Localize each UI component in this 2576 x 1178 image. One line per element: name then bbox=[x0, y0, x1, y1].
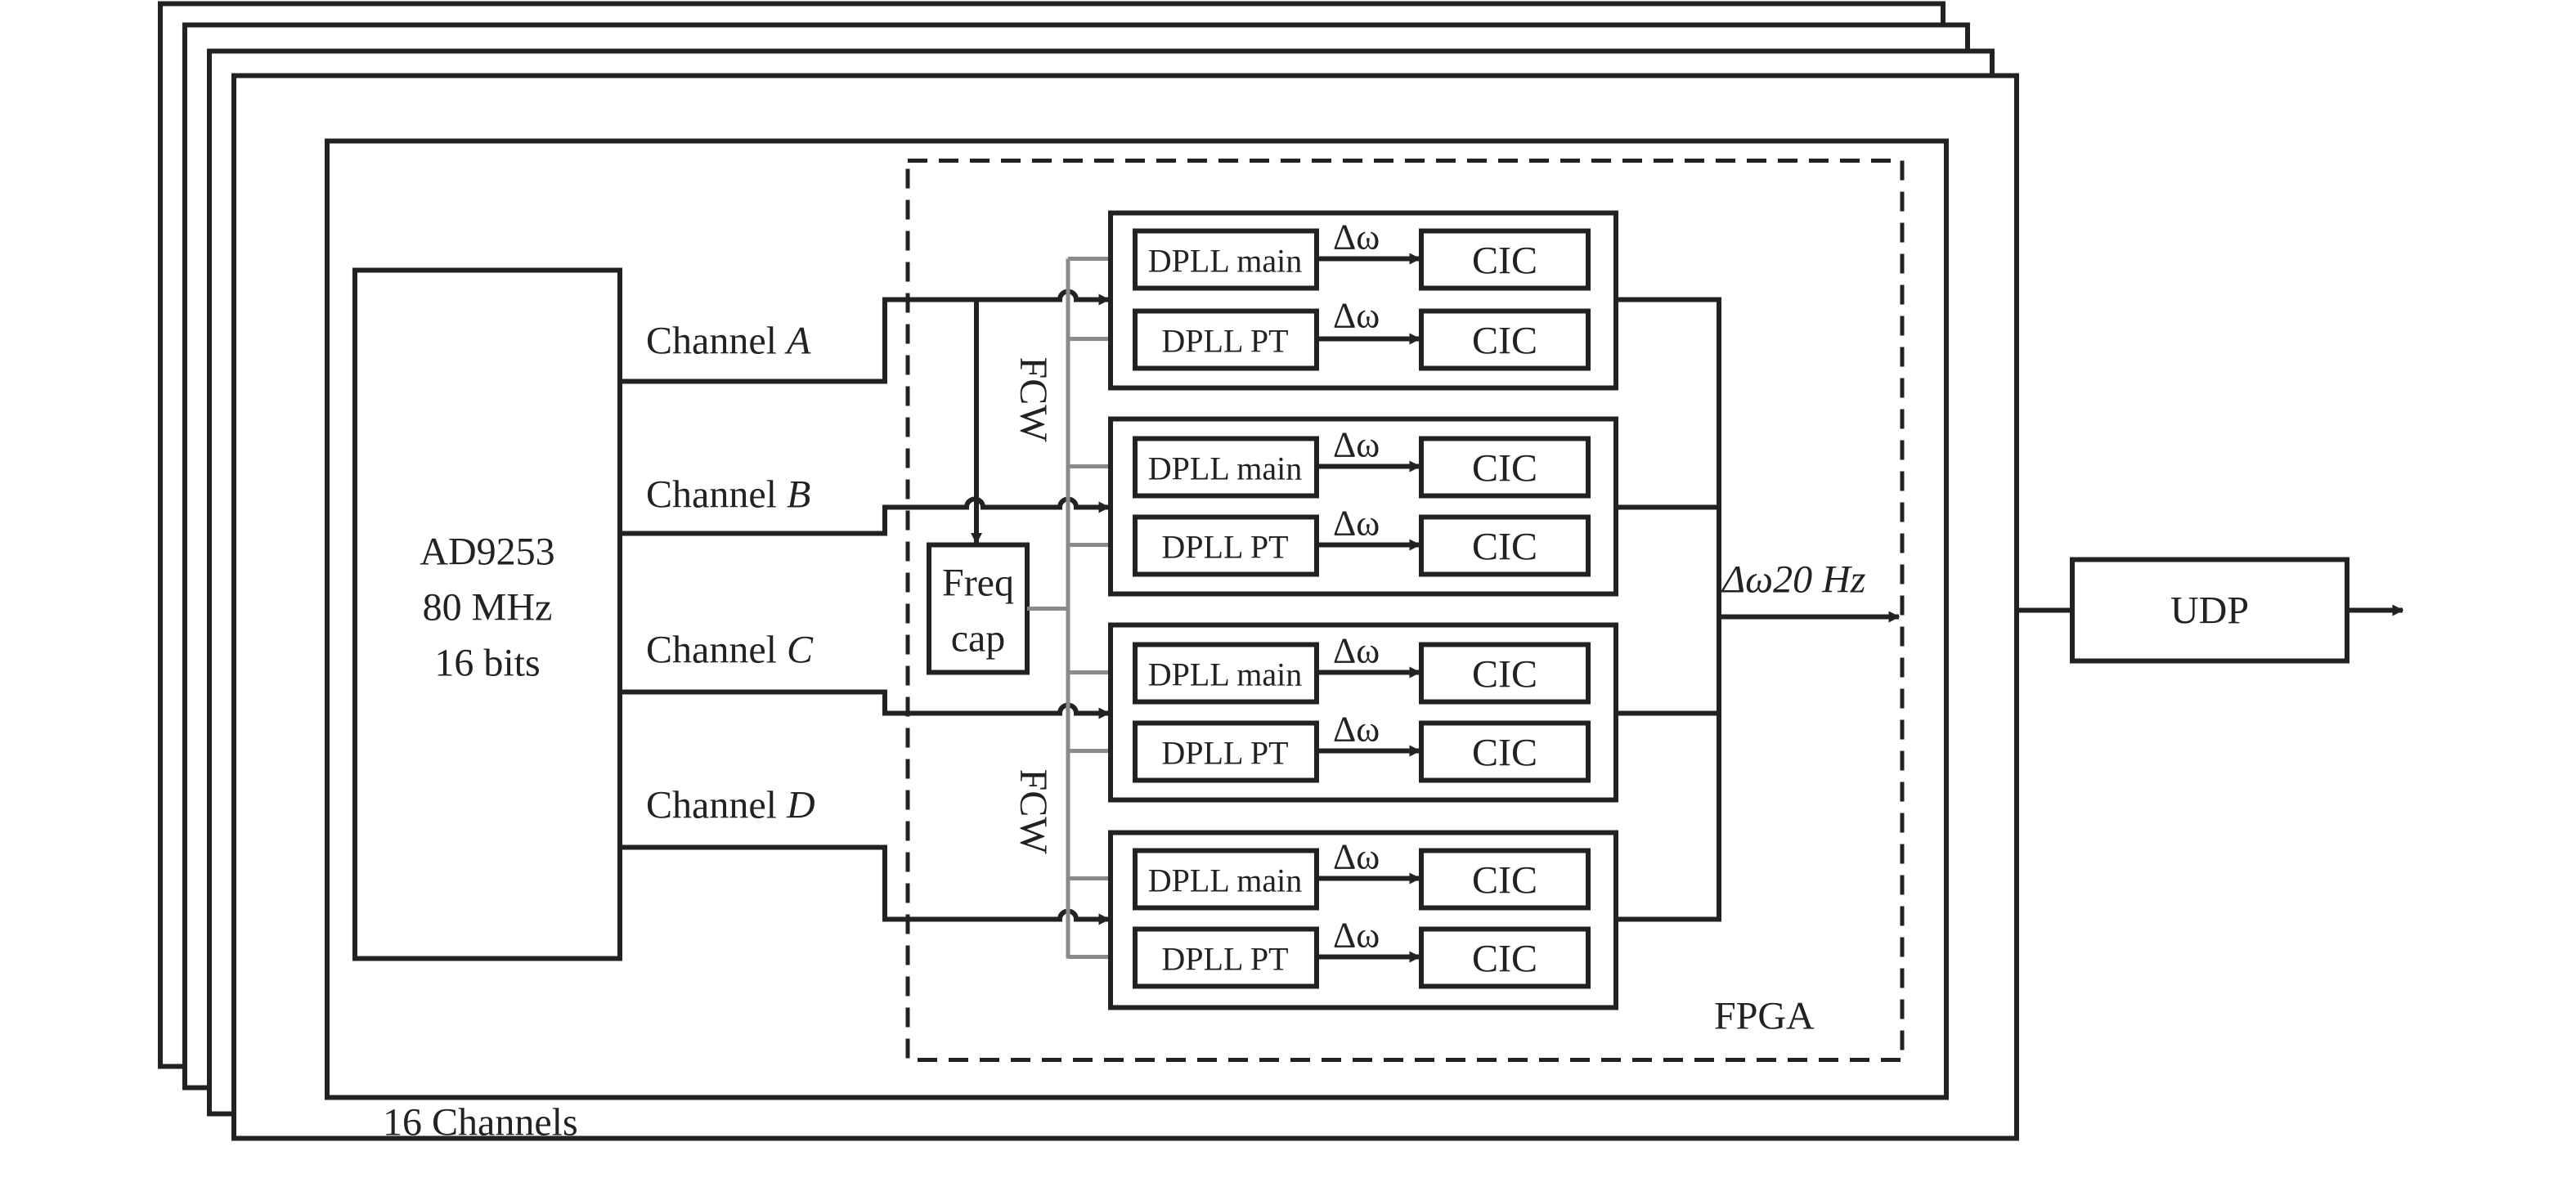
cic-pt-block bbox=[1419, 926, 1591, 989]
delta-omega-pt-label: Δω bbox=[1333, 916, 1380, 956]
dpll-group-3: DPLL main DPLL PT Δω Δω CIC CIC bbox=[1108, 622, 1618, 803]
channel-c-label: Channel C bbox=[646, 629, 814, 672]
dpll-main-block bbox=[1133, 228, 1319, 291]
dpll-main-label: DPLL main bbox=[1148, 450, 1303, 487]
dpll-pt-label: DPLL PT bbox=[1161, 323, 1288, 360]
cic-pt-block bbox=[1419, 514, 1591, 577]
cic-main-label: CIC bbox=[1472, 859, 1537, 903]
fcw-label-upper: FCW bbox=[1012, 357, 1055, 443]
channel-b-label: Channel B bbox=[646, 473, 810, 517]
dpll-main-label: DPLL main bbox=[1148, 656, 1303, 693]
dpll-pt-block bbox=[1133, 514, 1319, 577]
cic-main-block bbox=[1419, 848, 1591, 911]
output-bus bbox=[1616, 297, 1721, 922]
fcw-bus bbox=[1027, 258, 1070, 959]
dpll-group-1: DPLL main DPLL PT Δω Δω CIC CIC bbox=[1108, 210, 1618, 391]
cic-pt-label: CIC bbox=[1472, 938, 1537, 981]
cic-main-block bbox=[1419, 642, 1591, 705]
adc-rate-label: 80 MHz bbox=[423, 586, 553, 629]
channel-a-wire bbox=[620, 289, 1111, 384]
adc-block bbox=[352, 267, 622, 961]
dpll-pt-block bbox=[1133, 308, 1319, 371]
dpll-pt-block bbox=[1133, 720, 1319, 783]
channel-d-label: Channel D bbox=[646, 784, 815, 827]
delta-omega-main-label: Δω bbox=[1333, 837, 1380, 877]
cic-pt-label: CIC bbox=[1472, 320, 1537, 363]
cic-main-block bbox=[1419, 228, 1591, 291]
output-rate-label: Δω20 Hz bbox=[1721, 558, 1866, 602]
channel-count-label: 16 Channels bbox=[383, 1101, 578, 1144]
channel-a-label: Channel A bbox=[646, 320, 811, 363]
cic-pt-label: CIC bbox=[1472, 732, 1537, 775]
adc-bits-label: 16 bits bbox=[434, 642, 540, 685]
cic-pt-label: CIC bbox=[1472, 526, 1537, 569]
dpll-pt-label: DPLL PT bbox=[1161, 735, 1288, 772]
cic-pt-block bbox=[1419, 308, 1591, 371]
cic-main-label: CIC bbox=[1472, 447, 1537, 490]
udp-label: UDP bbox=[2170, 589, 2249, 633]
delta-omega-pt-label: Δω bbox=[1333, 296, 1380, 336]
channel-c-wire bbox=[620, 689, 1111, 719]
fpga-label: FPGA bbox=[1714, 995, 1815, 1038]
fpga-region bbox=[905, 159, 1905, 1062]
delta-omega-main-label: Δω bbox=[1333, 425, 1380, 465]
delta-omega-main-label: Δω bbox=[1333, 217, 1380, 258]
cic-main-block bbox=[1419, 436, 1591, 499]
channel-b-wire bbox=[620, 496, 1111, 536]
dpll-main-label: DPLL main bbox=[1148, 243, 1303, 280]
cic-pt-block bbox=[1419, 720, 1591, 783]
delta-omega-main-label: Δω bbox=[1333, 631, 1380, 671]
freq-cap-label-line2: cap bbox=[951, 617, 1006, 661]
channel-d-wire bbox=[620, 844, 1111, 925]
freq-cap-label-line1: Freq bbox=[942, 562, 1014, 605]
dpll-group-4: DPLL main DPLL PT Δω Δω CIC CIC bbox=[1108, 830, 1618, 1010]
dpll-main-block bbox=[1133, 848, 1319, 911]
fcw-label-lower: FCW bbox=[1012, 769, 1055, 855]
cic-main-label: CIC bbox=[1472, 653, 1537, 696]
dpll-pt-label: DPLL PT bbox=[1161, 941, 1288, 978]
dpll-group-2: DPLL main DPLL PT Δω Δω CIC CIC bbox=[1108, 416, 1618, 597]
cic-main-label: CIC bbox=[1472, 240, 1537, 283]
adc-model-label: AD9253 bbox=[420, 531, 554, 574]
dpll-main-label: DPLL main bbox=[1148, 862, 1303, 899]
delta-omega-pt-label: Δω bbox=[1333, 710, 1380, 750]
dpll-pt-label: DPLL PT bbox=[1161, 529, 1288, 566]
delta-omega-pt-label: Δω bbox=[1333, 504, 1380, 544]
